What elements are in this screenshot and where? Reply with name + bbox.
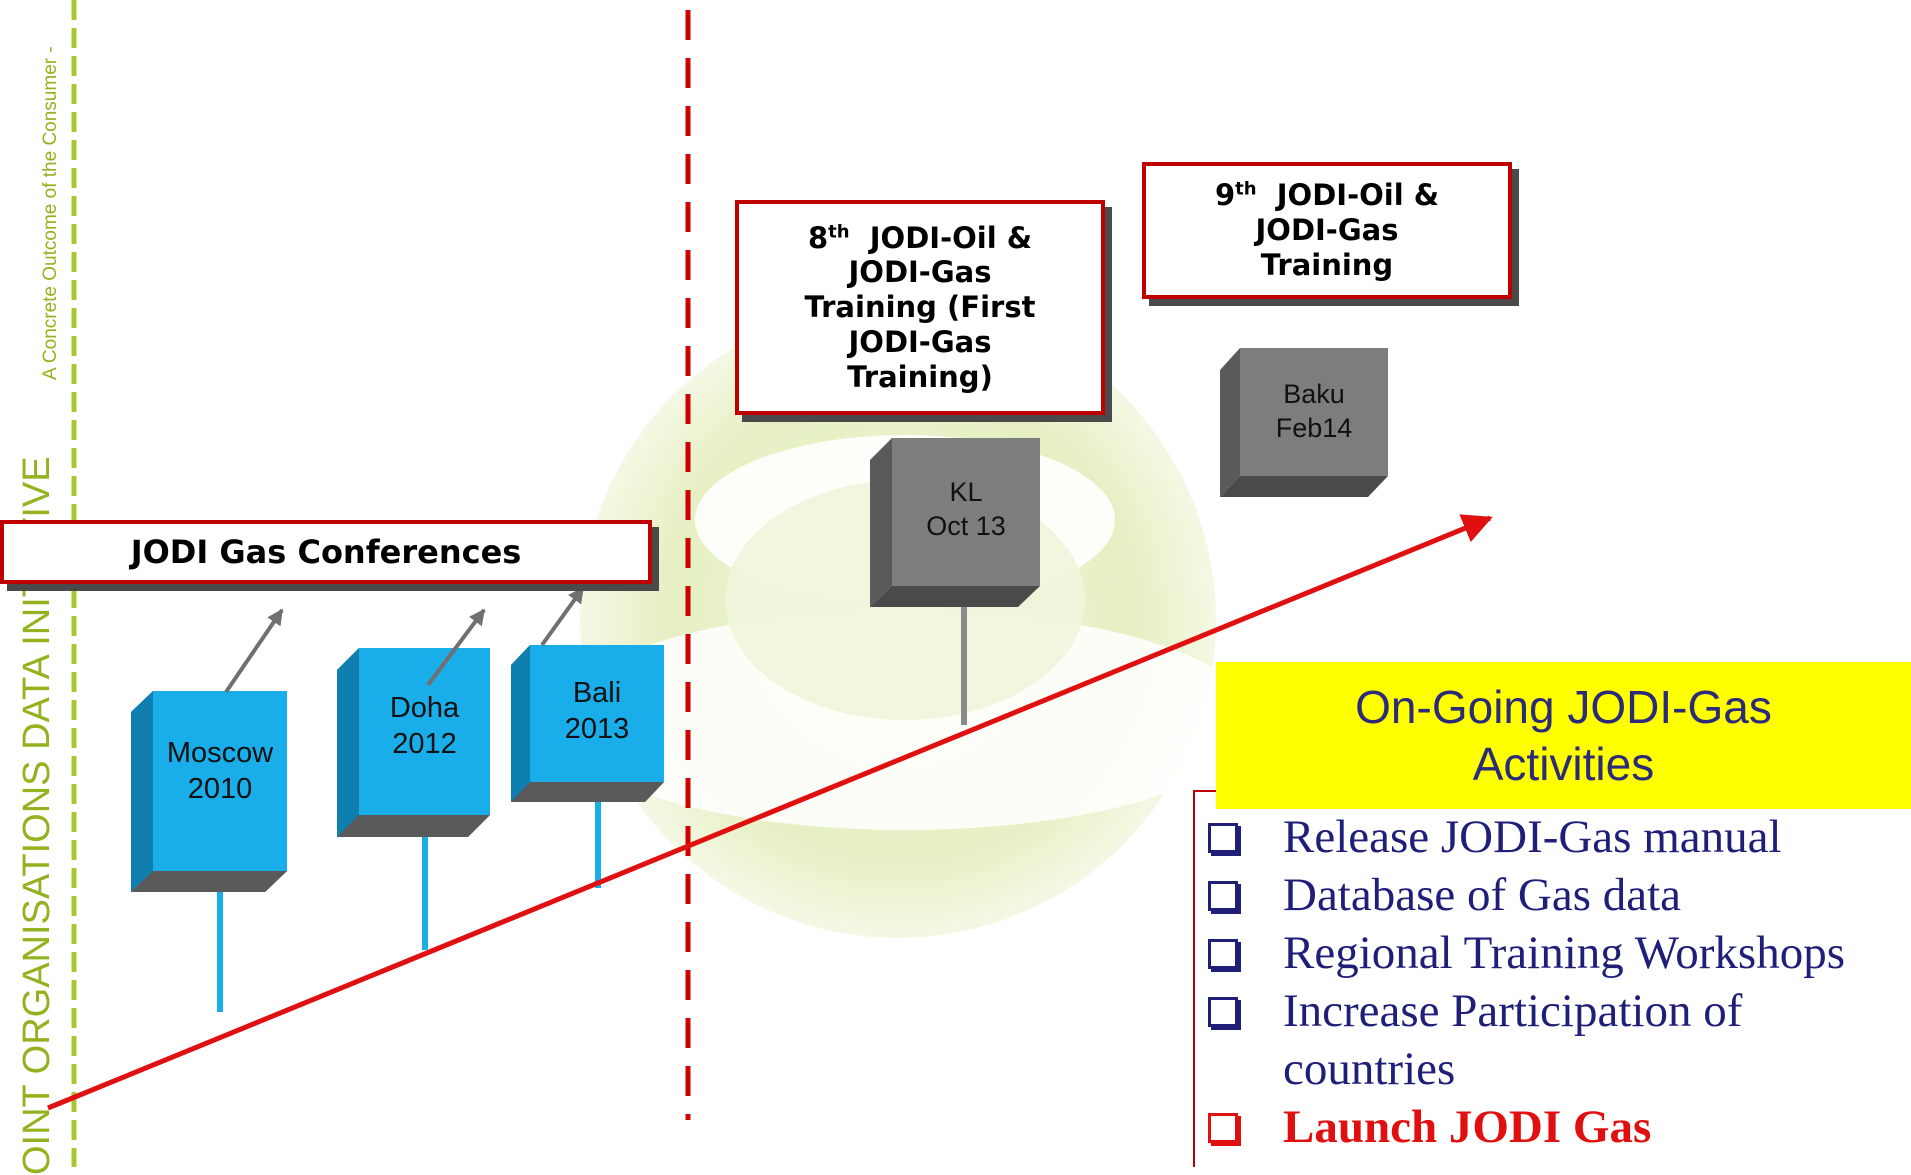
activity-item: Increase Participation of countries bbox=[1208, 982, 1803, 1098]
training-8-box: 8th JODI-Oil & JODI-Gas Training (First … bbox=[735, 200, 1105, 415]
cube-moscow bbox=[131, 691, 287, 892]
training-9-box: 9th JODI-Oil & JODI-Gas Training bbox=[1142, 162, 1512, 299]
baku-place: Baku bbox=[1283, 379, 1345, 409]
training-8-line5: Training) bbox=[847, 359, 993, 394]
training-8-line3: Training (First bbox=[804, 290, 1036, 325]
training-8-line1: JODI-Oil & bbox=[869, 220, 1033, 255]
training-8-heading: 8th JODI-Oil & bbox=[808, 221, 1032, 256]
checkbox-bullet-icon bbox=[1208, 997, 1238, 1027]
activity-text: Database of Gas data bbox=[1283, 869, 1682, 921]
training-9-ordinal: 9 bbox=[1214, 178, 1236, 213]
training-8-ordinal: 8 bbox=[807, 220, 829, 255]
kl-date: Oct 13 bbox=[926, 510, 1006, 541]
checkbox-bullet-icon bbox=[1208, 823, 1238, 853]
trend-arrow bbox=[47, 514, 1493, 1111]
label-bali: Bali 2013 bbox=[530, 675, 664, 748]
checkbox-bullet-icon bbox=[1208, 1113, 1238, 1143]
activity-text: Launch JODI Gas bbox=[1283, 1101, 1652, 1153]
bali-year: 2013 bbox=[564, 713, 630, 746]
activity-item: Database of Gas data bbox=[1208, 866, 1845, 924]
activity-item: Regional Training Workshops bbox=[1208, 924, 1845, 982]
arrow-bali bbox=[540, 586, 585, 647]
checkbox-bullet-icon bbox=[1208, 939, 1238, 969]
cube-baku bbox=[1220, 348, 1388, 497]
ongoing-title-line1: On-Going JODI-Gas bbox=[1355, 681, 1772, 734]
moscow-year: 2010 bbox=[187, 773, 253, 806]
training-9-line3: Training bbox=[1260, 247, 1394, 282]
training-8-line4: JODI-Gas bbox=[848, 324, 992, 359]
activity-text: Release JODI-Gas manual bbox=[1283, 811, 1782, 863]
doha-city: Doha bbox=[389, 692, 460, 724]
conferences-title: JODI Gas Conferences bbox=[130, 532, 522, 571]
training-9-line1: JODI-Oil & bbox=[1276, 178, 1440, 213]
arrow-moscow bbox=[224, 608, 284, 694]
checkbox-bullet-icon bbox=[1208, 881, 1238, 911]
cube-doha bbox=[337, 648, 490, 837]
activity-text: Regional Training Workshops bbox=[1283, 927, 1846, 979]
label-kl: KL Oct 13 bbox=[892, 476, 1040, 544]
cube-kl bbox=[870, 438, 1040, 607]
arrow-doha bbox=[426, 608, 486, 687]
training-8-line2: JODI-Gas bbox=[848, 255, 992, 290]
ongoing-title-line2: Activities bbox=[1472, 737, 1655, 790]
doha-year: 2012 bbox=[392, 728, 457, 761]
training-9-suffix: th bbox=[1235, 178, 1257, 200]
training-9-line2: JODI-Gas bbox=[1255, 213, 1399, 248]
baku-date: Feb14 bbox=[1275, 412, 1353, 443]
cube-bali bbox=[511, 645, 664, 802]
sidebar-tagline: A Concrete Outcome of the Consumer - bbox=[40, 46, 61, 380]
kl-place: KL bbox=[949, 477, 983, 507]
bali-city: Bali bbox=[572, 677, 622, 709]
label-doha: Doha 2012 bbox=[359, 690, 490, 763]
conferences-title-box: JODI Gas Conferences bbox=[0, 520, 652, 584]
activity-item: Release JODI-Gas manual bbox=[1208, 808, 1845, 866]
label-moscow: Moscow 2010 bbox=[153, 735, 287, 808]
training-9-heading: 9th JODI-Oil & bbox=[1215, 178, 1439, 213]
ongoing-panel bbox=[1193, 790, 1911, 1167]
training-8-suffix: th bbox=[828, 220, 850, 242]
activity-text: Increase Participation of countries bbox=[1283, 985, 1743, 1095]
label-baku: Baku Feb14 bbox=[1240, 378, 1388, 446]
ongoing-title-box: On-Going JODI-Gas Activities bbox=[1216, 662, 1911, 809]
activity-item-highlight: Launch JODI Gas bbox=[1208, 1098, 1845, 1156]
activities-list: Release JODI-Gas manual Database of Gas … bbox=[1208, 808, 1845, 1156]
moscow-city: Moscow bbox=[166, 737, 274, 769]
